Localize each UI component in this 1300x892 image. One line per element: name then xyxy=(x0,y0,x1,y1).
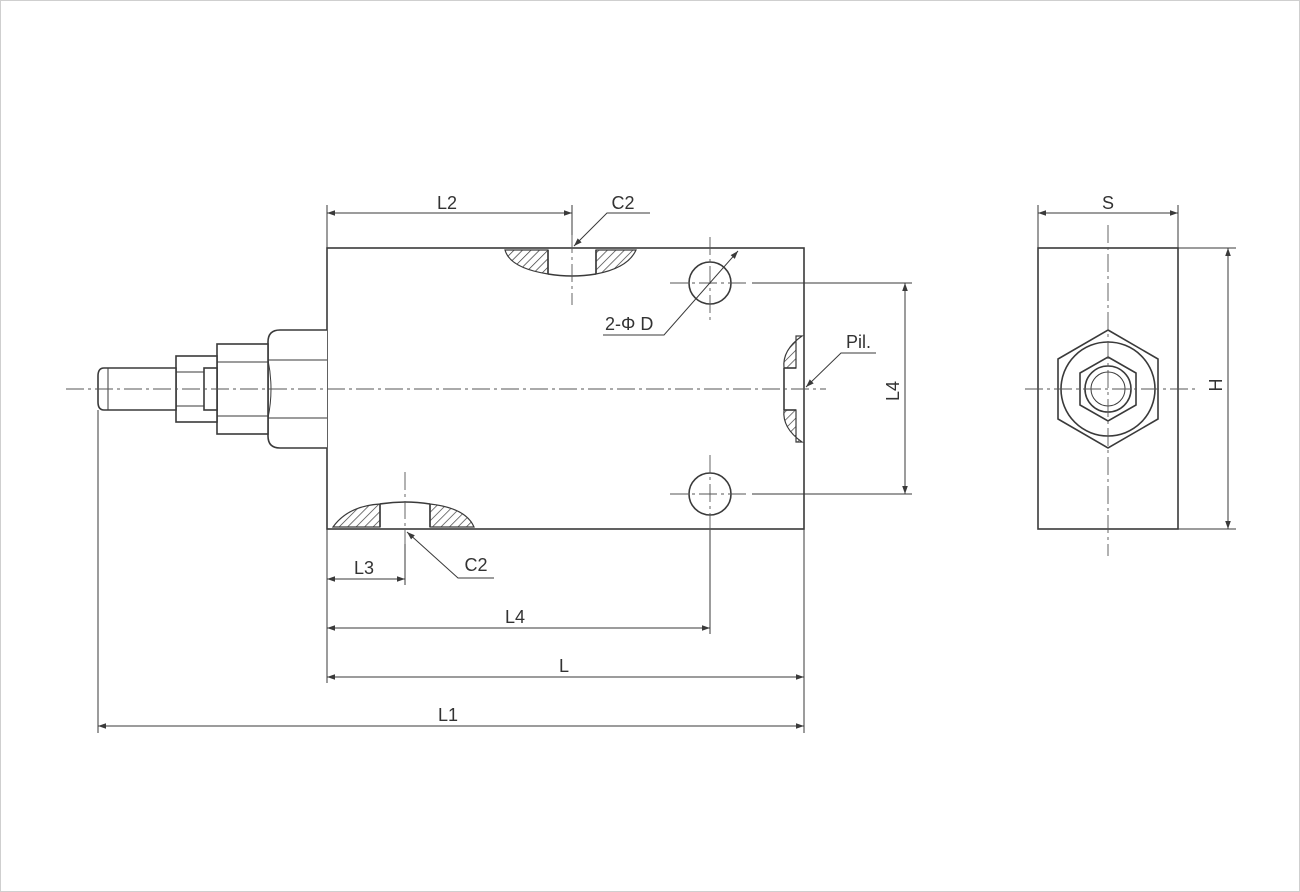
center-lines-front xyxy=(66,235,826,544)
label-pil: Pil. xyxy=(846,332,871,352)
leader-diameter xyxy=(603,250,739,336)
leader-pil xyxy=(805,352,876,388)
label-S: S xyxy=(1102,193,1114,213)
label-H: H xyxy=(1206,379,1226,392)
port-c2-bottom xyxy=(331,501,475,528)
leader-c2-top xyxy=(573,212,650,247)
label-L2: L2 xyxy=(437,193,457,213)
label-L1: L1 xyxy=(438,705,458,725)
cartridge xyxy=(97,329,327,449)
label-L4-horizontal: L4 xyxy=(505,607,525,627)
port-pil xyxy=(783,335,804,443)
dimension-labels: L2 C2 2-Φ D Pil. L4 L3 C2 L4 L L1 S H xyxy=(354,193,1226,725)
label-L4-vertical: L4 xyxy=(883,381,903,401)
label-C2-top: C2 xyxy=(611,193,634,213)
front-view xyxy=(97,247,805,530)
label-L3: L3 xyxy=(354,558,374,578)
extension-lines xyxy=(97,205,912,733)
valve-body xyxy=(326,247,805,530)
label-C2-bottom: C2 xyxy=(464,555,487,575)
side-view xyxy=(1025,205,1236,556)
label-L: L xyxy=(559,656,569,676)
leader-c2-bottom xyxy=(406,531,494,579)
leader-lines xyxy=(406,212,876,579)
port-c2-top xyxy=(504,249,637,277)
label-diameter: 2-Φ D xyxy=(605,314,653,334)
dimension-lines-front xyxy=(98,210,908,729)
